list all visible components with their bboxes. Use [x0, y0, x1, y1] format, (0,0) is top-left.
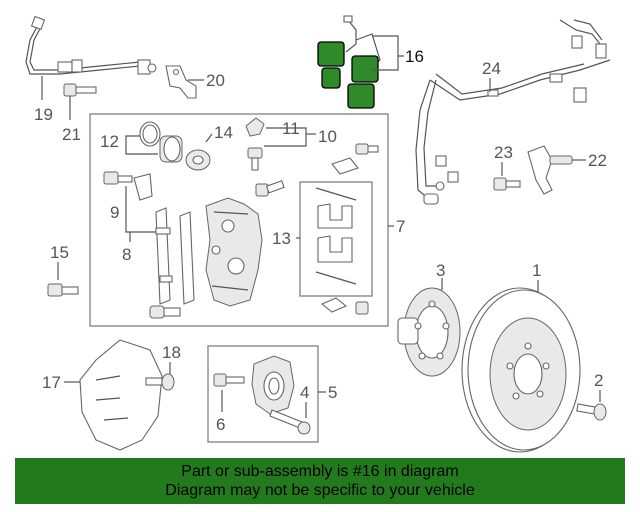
dust-boot-part[interactable] [185, 149, 211, 171]
caliper-bolt-part[interactable] [149, 305, 181, 319]
callout-15: 15 [50, 243, 69, 262]
bolt-part-15[interactable] [47, 283, 79, 297]
callout-19: 19 [34, 105, 53, 124]
guide-bolt-part[interactable] [103, 171, 133, 185]
callout-18: 18 [162, 343, 181, 362]
splash-shield-part[interactable] [79, 339, 163, 451]
bearing-box [207, 345, 319, 443]
parts-diagram: 19 21 20 16 [25, 15, 611, 453]
hardware-kit-part[interactable] [315, 187, 357, 285]
guide-rail-part[interactable] [155, 207, 195, 305]
callout-22: 22 [588, 151, 607, 170]
bolt-part-21[interactable] [63, 83, 97, 97]
spring-clip-part[interactable] [133, 173, 153, 201]
hardware-kit-box [299, 181, 373, 297]
callout-2: 2 [594, 371, 603, 390]
clip-part[interactable] [331, 157, 359, 175]
brake-rotor-part[interactable] [461, 287, 581, 453]
callout-9: 9 [110, 203, 119, 222]
wheel-bearing-part[interactable] [251, 355, 295, 415]
callout-24: 24 [482, 59, 501, 78]
sensor-wire-part[interactable] [415, 19, 611, 205]
callout-3: 3 [436, 261, 445, 280]
callout-10: 10 [318, 127, 337, 146]
wheel-hub-part[interactable] [397, 287, 461, 377]
bleeder-cap-part[interactable] [245, 117, 265, 137]
piston-part[interactable] [159, 135, 183, 163]
brake-hose-part[interactable] [25, 15, 157, 75]
callout-7: 7 [396, 217, 405, 236]
callout-8: 8 [122, 245, 131, 264]
caliper-screw-part[interactable] [355, 143, 379, 155]
retainer-part[interactable] [320, 297, 369, 315]
axle-bolt-part[interactable] [269, 409, 311, 435]
seal-ring-part[interactable] [139, 121, 161, 147]
callout-20: 20 [206, 71, 225, 90]
bolt-part-6[interactable] [213, 373, 245, 387]
callout-12: 12 [100, 132, 119, 151]
caliper-assembly-box [89, 113, 389, 327]
caliper-body-part[interactable] [205, 197, 263, 307]
info-banner: Part or sub-assembly is #16 in diagram D… [15, 458, 625, 504]
callout-23: 23 [494, 143, 513, 162]
callout-14: 14 [214, 123, 233, 142]
bolt-part-18[interactable] [145, 373, 175, 391]
bleeder-screw-part[interactable] [247, 147, 263, 171]
callout-6: 6 [216, 415, 225, 434]
banner-line-1: Part or sub-assembly is #16 in diagram [181, 463, 459, 480]
callout-1: 1 [532, 261, 541, 280]
banner-line-2: Diagram may not be specific to your vehi… [165, 482, 475, 499]
callout-11: 11 [282, 119, 300, 138]
callout-13: 13 [272, 229, 291, 248]
rotor-screw-part[interactable] [576, 403, 607, 421]
speed-sensor-part[interactable] [527, 145, 573, 195]
callout-5: 5 [328, 383, 337, 402]
pin-bolt-part[interactable] [255, 180, 285, 197]
callout-16: 16 [405, 47, 424, 66]
bracket-part-20[interactable] [165, 65, 197, 99]
callout-4: 4 [300, 383, 309, 402]
bolt-part-23[interactable] [493, 177, 521, 191]
callout-17: 17 [42, 373, 61, 392]
brake-pads-part[interactable] [317, 15, 381, 109]
callout-21: 21 [62, 125, 81, 144]
